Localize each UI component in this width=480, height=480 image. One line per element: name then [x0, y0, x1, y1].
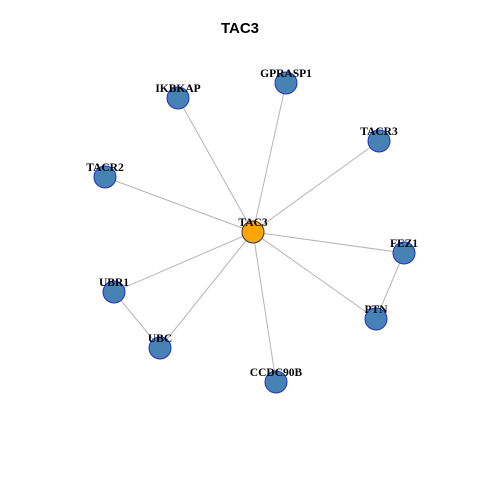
node-label-ubc: UBC [148, 333, 172, 345]
edge-tac3-ikbkap [177, 97, 254, 233]
node-ubr1[interactable] [102, 280, 126, 304]
node-layer [93, 71, 416, 394]
node-tacr3[interactable] [367, 129, 391, 153]
edge-fez1-ptn [375, 252, 405, 320]
node-label-gprasp1: GPRASP1 [260, 68, 312, 80]
edge-ubr1-ubc [113, 291, 161, 349]
node-label-fez1: FEZ1 [390, 238, 418, 250]
edge-tac3-ubc [159, 231, 254, 349]
node-tac3[interactable] [241, 220, 265, 244]
node-ikbkap[interactable] [166, 86, 190, 110]
chart-title: TAC3 [220, 20, 260, 37]
node-label-ptn: PTN [365, 304, 389, 316]
edge-tac3-ptn [252, 231, 377, 320]
node-label-tacr2: TACR2 [86, 162, 124, 174]
node-label-tacr3: TACR3 [360, 126, 398, 138]
node-tacr2[interactable] [93, 165, 117, 189]
edge-tac3-fez1 [252, 231, 405, 254]
node-ptn[interactable] [364, 307, 388, 331]
edge-tac3-ubr1 [113, 231, 254, 293]
edge-tac3-tacr3 [252, 140, 380, 233]
node-ubc[interactable] [148, 336, 172, 360]
node-gprasp1[interactable] [274, 71, 298, 95]
node-ccdc90b[interactable] [264, 370, 288, 394]
edge-tac3-ccdc90b [252, 231, 277, 383]
node-label-ccdc90b: CCDC90B [250, 367, 303, 379]
node-fez1[interactable] [392, 241, 416, 265]
node-label-ikbkap: IKBKAP [155, 83, 200, 95]
node-label-tac3: TAC3 [238, 217, 267, 229]
edge-tac3-tacr2 [104, 176, 254, 233]
edge-tac3-gprasp1 [252, 82, 287, 233]
node-label-ubr1: UBR1 [99, 277, 129, 289]
edge-layer [104, 82, 405, 383]
